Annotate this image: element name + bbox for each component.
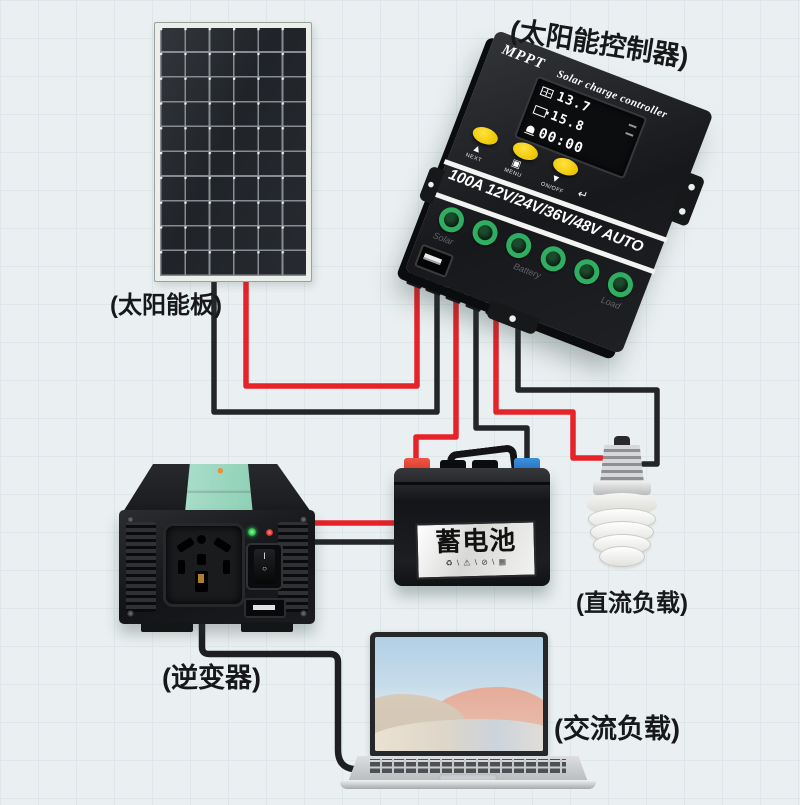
label-solar-panel: (太阳能板) — [110, 292, 222, 319]
bell-icon — [525, 124, 536, 134]
outlet-slot — [213, 537, 232, 553]
battery-icon — [532, 104, 548, 118]
laptop-wallpaper — [375, 637, 543, 751]
laptop-keyboard[interactable] — [369, 759, 567, 773]
solar-panel-cells — [160, 28, 306, 276]
wire-load-positive — [493, 301, 605, 461]
battery-label: 蓄电池 ♻ \ ⚠ \ ⊘ \ ▦ — [415, 520, 537, 580]
screw-icon — [127, 516, 134, 523]
switch-on-mark: I — [263, 551, 266, 561]
outlet-slot — [178, 560, 185, 574]
outlet-slot — [223, 560, 230, 574]
power-led-green — [248, 528, 256, 536]
outlet-hole — [197, 535, 206, 544]
wire-battery-positive — [413, 285, 459, 465]
inverter: I ○ — [119, 464, 315, 634]
cfl-bulb — [576, 436, 668, 572]
inverter-front-panel: I ○ — [119, 510, 315, 624]
usb-port[interactable] — [413, 243, 455, 279]
bulb-coil — [599, 546, 645, 567]
wire-load-negative — [515, 309, 660, 467]
bulb-collar — [593, 481, 651, 495]
laptop — [340, 630, 596, 792]
controller-lcd: 13.7 15.8 00:00 — [513, 75, 648, 180]
pv-panel-icon — [539, 86, 555, 99]
inverter-top-face — [123, 464, 311, 512]
laptop-base — [340, 780, 596, 789]
battery: 蓄电池 ♻ \ ⚠ \ ⊘ \ ▦ — [392, 443, 552, 594]
laptop-screen — [370, 632, 548, 756]
wire-solar-negative — [211, 273, 440, 415]
inverter-foot — [141, 622, 193, 632]
fault-led-red — [266, 529, 273, 536]
wire-battery-negative — [473, 293, 530, 465]
screw-icon — [300, 610, 307, 617]
label-ac-load: (交流负载) — [554, 714, 680, 744]
laptop-keyboard-deck — [348, 756, 588, 782]
switch-off-mark: ○ — [262, 564, 267, 573]
screw-icon — [300, 516, 307, 523]
enter-icon: ↵ — [575, 186, 590, 203]
laptop-trackpad[interactable] — [439, 774, 497, 781]
wallpaper-dune-front — [375, 719, 543, 751]
vent-grille-right — [278, 522, 308, 612]
label-dc-load: (直流负载) — [576, 590, 688, 617]
ac-outlet[interactable] — [163, 523, 245, 607]
outlet-slot — [176, 537, 195, 553]
outlet-hole — [197, 554, 206, 565]
wire-solar-positive — [243, 269, 420, 389]
rocker-face: I ○ — [254, 549, 275, 584]
vent-grille-left — [126, 522, 156, 612]
ac-power-cable — [198, 616, 364, 774]
outlet-slot — [195, 571, 208, 592]
label-inverter: (逆变器) — [162, 663, 261, 693]
inverter-label-sticker — [185, 464, 253, 512]
solar-panel — [154, 22, 312, 282]
battery-name: 蓄电池 — [434, 524, 517, 558]
inverter-usb-port[interactable] — [244, 598, 286, 618]
inverter-foot — [241, 622, 293, 632]
power-switch[interactable]: I ○ — [246, 543, 283, 590]
screw-icon — [127, 610, 134, 617]
bulb-screw-base — [600, 445, 644, 483]
battery-body: 蓄电池 ♻ \ ⚠ \ ⊘ \ ▦ — [394, 468, 550, 586]
